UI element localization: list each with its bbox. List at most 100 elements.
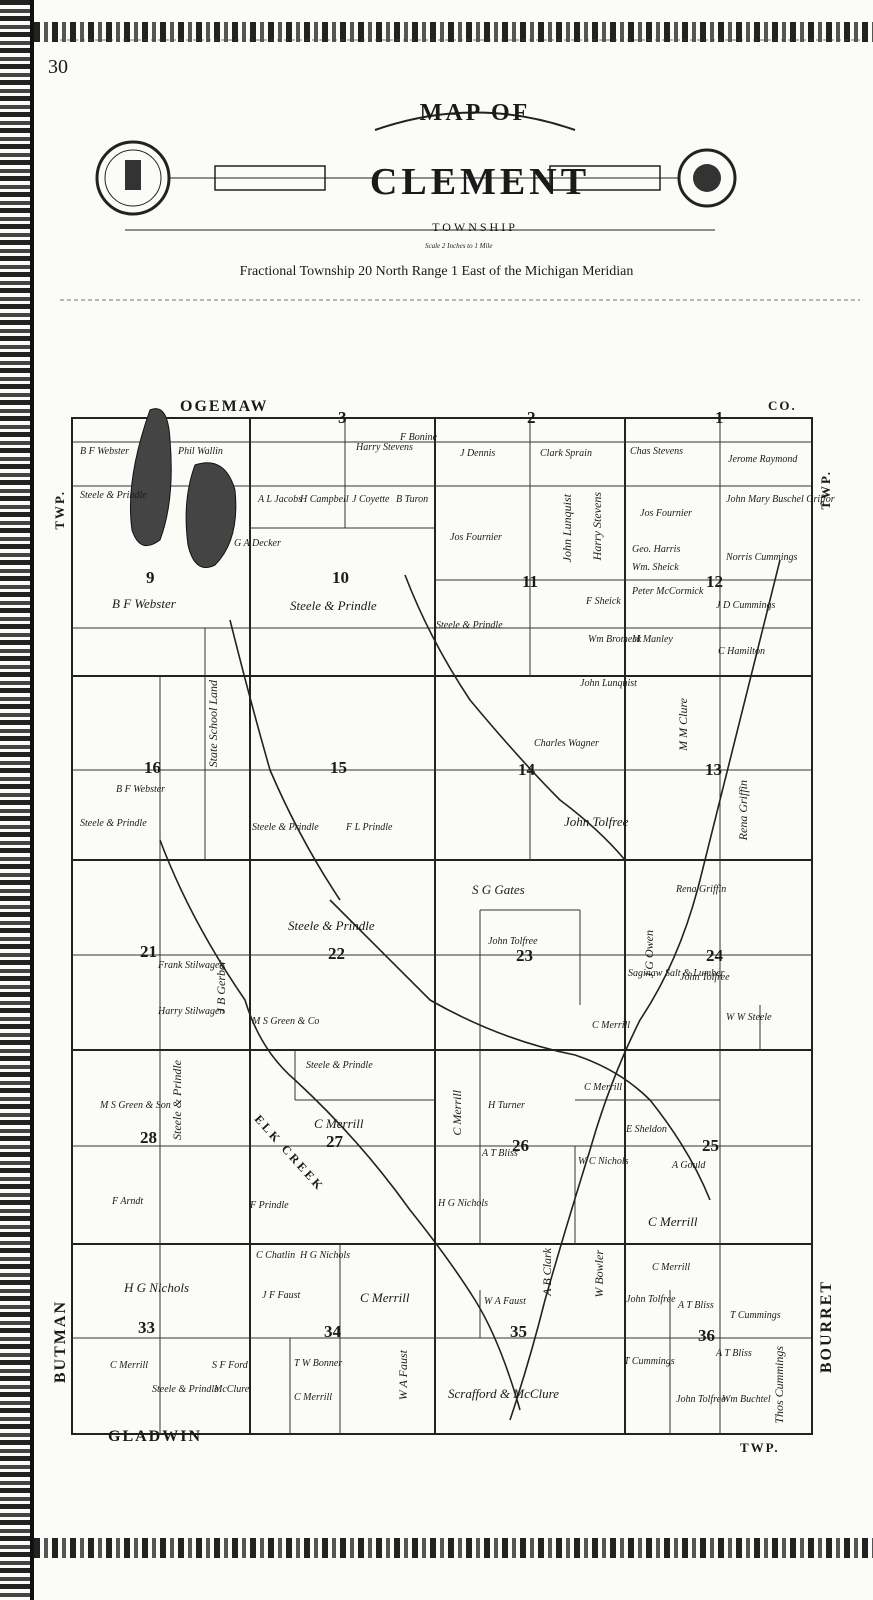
owner-label: Steele & Prindle bbox=[152, 1384, 219, 1395]
ornamental-border-bottom bbox=[34, 1538, 873, 1558]
owner-label: C Merrill bbox=[652, 1262, 691, 1273]
owner-label: H G Nichols bbox=[438, 1198, 488, 1209]
owner-label: C Merrill bbox=[592, 1020, 631, 1031]
creek-east bbox=[509, 559, 781, 1421]
owner-label: Steele & Prindle bbox=[252, 822, 319, 833]
owner-label: A T Bliss bbox=[678, 1300, 714, 1311]
owner-label: H Campbell bbox=[300, 494, 349, 505]
owner-label: John Tolfree bbox=[564, 814, 629, 829]
border-label-north: OGEMAW bbox=[180, 398, 269, 415]
owner-label: G A Decker bbox=[234, 538, 281, 549]
section-number: 21 bbox=[140, 942, 157, 961]
owner-label: S G Gates bbox=[472, 882, 525, 897]
owner-label: W Bowler bbox=[592, 1250, 606, 1298]
owner-label: Steele & Prindle bbox=[436, 620, 503, 631]
ornamental-border-top bbox=[34, 22, 873, 42]
elk-creek bbox=[159, 839, 521, 1411]
owner-label: Charles Wagner bbox=[534, 738, 599, 749]
ornamental-border-left bbox=[0, 0, 34, 1600]
owner-label: Harry Stilwagen bbox=[158, 1006, 225, 1017]
owner-label: M S Green & Co bbox=[252, 1016, 320, 1027]
owner-label: J Coyette bbox=[352, 494, 390, 505]
owner-label: John Tolfree bbox=[676, 1394, 726, 1405]
section-number: 14 bbox=[518, 760, 535, 779]
cartouche-ornament bbox=[95, 111, 737, 231]
owner-label: B Turon bbox=[396, 494, 429, 505]
owner-label: C Merrill bbox=[648, 1214, 698, 1229]
owner-label: Wm Buchtel bbox=[722, 1394, 771, 1405]
owner-label: J F Faust bbox=[262, 1290, 301, 1301]
owner-label: Geo. Harris bbox=[632, 544, 681, 555]
owner-label: Steele & Prindle bbox=[80, 490, 147, 501]
owner-label: T W Bonner bbox=[294, 1358, 343, 1369]
section-number: 16 bbox=[144, 758, 161, 777]
owner-label: Rena Griffin bbox=[736, 780, 750, 841]
section-number: 2 bbox=[527, 408, 536, 427]
owner-label: A L Jacobs bbox=[258, 494, 303, 505]
owner-label: B F Webster bbox=[80, 446, 130, 457]
owner-label: Norris Cummings bbox=[726, 552, 798, 563]
owner-label: C Merrill bbox=[450, 1090, 464, 1136]
creek-north bbox=[404, 574, 626, 861]
section-number: 22 bbox=[328, 944, 345, 963]
owner-label: C Chatlin bbox=[256, 1250, 296, 1261]
border-label-east-bottom: BOURRET bbox=[818, 1280, 835, 1374]
owner-label: Steele & Prindle bbox=[170, 1060, 184, 1140]
owner-label: Chas Stevens bbox=[630, 446, 684, 457]
owner-label: Wm Bromeck bbox=[588, 634, 642, 645]
map-description: Fractional Township 20 North Range 1 Eas… bbox=[239, 264, 634, 279]
creek-west bbox=[229, 619, 341, 901]
section-number: 28 bbox=[140, 1128, 157, 1147]
owner-label: A T Bliss bbox=[482, 1148, 518, 1159]
owner-label: F Prindle bbox=[250, 1200, 289, 1211]
owner-label: State School Land bbox=[206, 680, 220, 768]
map-subtitle-word: TOWNSHIP bbox=[432, 220, 518, 234]
owner-label: H Turner bbox=[488, 1100, 525, 1111]
owner-label: A Gould bbox=[672, 1160, 706, 1171]
owner-label: C Hamilton bbox=[718, 646, 765, 657]
section-number: 36 bbox=[698, 1326, 715, 1345]
owner-label: M M Clure bbox=[676, 698, 690, 751]
owner-label: B F Webster bbox=[112, 596, 176, 611]
section-number: 34 bbox=[324, 1322, 341, 1341]
owner-label: Steele & Prindle bbox=[288, 918, 375, 933]
section-number: 11 bbox=[522, 572, 539, 591]
owner-label: F Sheick bbox=[586, 596, 621, 607]
section-number: 25 bbox=[702, 1136, 719, 1155]
owner-label: C Merrill bbox=[584, 1082, 623, 1093]
section-number: 26 bbox=[512, 1136, 529, 1155]
owner-label: John Lunquist bbox=[580, 678, 637, 689]
owner-label: S F Ford bbox=[212, 1360, 248, 1371]
owner-label: A T Bliss bbox=[716, 1348, 752, 1359]
border-label-north-right: CO. bbox=[768, 398, 797, 413]
owner-label: Scrafford & McClure bbox=[448, 1386, 559, 1401]
owner-label: Harry Stevens bbox=[590, 492, 604, 561]
owner-label: Steele & Prindle bbox=[306, 1060, 373, 1071]
owner-label: Peter McCormick bbox=[632, 586, 704, 597]
township-boundary bbox=[71, 417, 813, 1435]
owner-label: T Cummings bbox=[730, 1310, 781, 1321]
lake-west bbox=[130, 408, 172, 547]
owner-label: Steele & Prindle bbox=[80, 818, 147, 829]
owner-label: Frank Stilwagen bbox=[158, 960, 225, 971]
page-number: 30 bbox=[48, 56, 68, 78]
section-number: 13 bbox=[705, 760, 722, 779]
owner-label: Jerome Raymond bbox=[728, 454, 798, 465]
owner-label: Thos Cummings bbox=[772, 1346, 786, 1424]
owner-label: C Merrill bbox=[314, 1116, 364, 1131]
owner-label: W A Faust bbox=[484, 1296, 526, 1307]
owner-label: F Arndt bbox=[112, 1196, 144, 1207]
owner-label: J Dennis bbox=[460, 448, 496, 459]
section-number: 23 bbox=[516, 946, 533, 965]
section-number: 1 bbox=[715, 408, 724, 427]
creek-middle bbox=[329, 899, 711, 1201]
section-number: 35 bbox=[510, 1322, 527, 1341]
section-number: 15 bbox=[330, 758, 347, 777]
section-number: 3 bbox=[338, 408, 347, 427]
owner-label: Phil Wallin bbox=[178, 446, 223, 457]
owner-label: Saginaw Salt & Lumber bbox=[628, 968, 725, 979]
owner-label: Rena Griffin bbox=[676, 884, 727, 895]
title-cartouche: MAP OF CLEMENT TOWNSHIP Scale 2 Inches t… bbox=[95, 100, 815, 250]
owner-label: C Merrill bbox=[294, 1392, 333, 1403]
